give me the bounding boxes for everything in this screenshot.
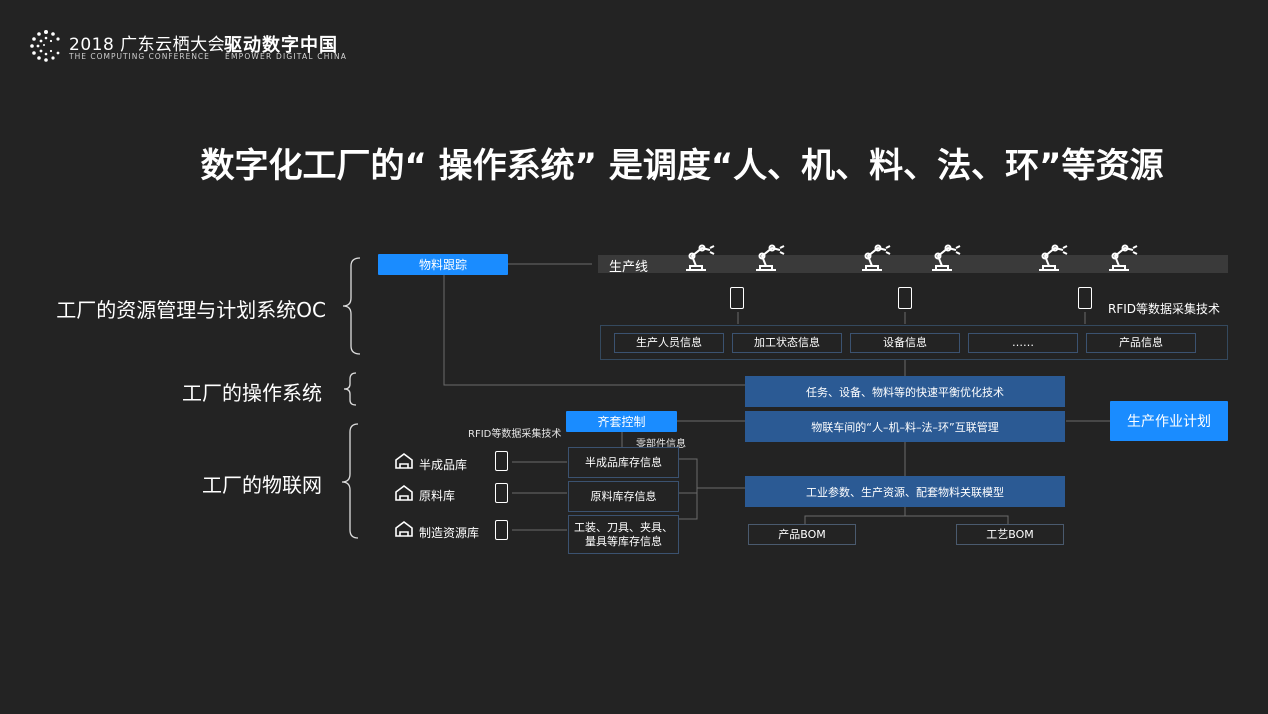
association-model-box: 工业参数、生产资源、配套物料关联模型 <box>745 476 1065 507</box>
info-item-more: …… <box>968 333 1078 353</box>
production-plan-box: 生产作业计划 <box>1110 401 1228 441</box>
warehouse-info-box: 工装、刀具、夹具、量具等库存信息 <box>568 515 679 554</box>
event-subtitle: THE COMPUTING CONFERENCE <box>69 52 210 61</box>
warehouse-icon <box>395 485 413 505</box>
robot-arm-icon <box>928 240 964 276</box>
info-item-personnel: 生产人员信息 <box>614 333 724 353</box>
slogan-subtitle: EMPOWER DIGITAL CHINA <box>225 52 348 61</box>
warehouse-icon <box>395 453 413 473</box>
info-item-equipment: 设备信息 <box>850 333 960 353</box>
iot-management-box: 物联车间的“人–机–料–法–环”互联管理 <box>745 411 1065 442</box>
event-title: 2018 广东云栖大会 <box>69 35 226 55</box>
info-item-product: 产品信息 <box>1086 333 1196 353</box>
rfid-reader-icon <box>898 287 912 309</box>
robot-arm-icon <box>752 240 788 276</box>
robot-arm-icon <box>682 240 718 276</box>
brace-oc <box>342 257 361 355</box>
warehouse-label: 制造资源库 <box>419 526 480 540</box>
rfid-reader-icon <box>495 483 508 503</box>
warehouse-label: 半成品库 <box>419 458 468 472</box>
warehouse-info-box: 原料库存信息 <box>568 481 679 512</box>
production-line-bar <box>598 255 1228 273</box>
label-oc: 工厂的资源管理与计划系统OC <box>56 298 326 322</box>
process-bom-box: 工艺BOM <box>956 524 1064 545</box>
rfid-reader-icon <box>495 451 508 471</box>
page-title: 数字化工厂的“ 操作系统” 是调度“人、机、料、法、环”等资源 <box>200 146 1164 186</box>
balance-optimization-box: 任务、设备、物料等的快速平衡优化技术 <box>745 376 1065 407</box>
info-row-frame <box>600 325 1228 360</box>
production-line-label: 生产线 <box>609 260 649 275</box>
warehouse-icon <box>395 521 413 541</box>
label-iot: 工厂的物联网 <box>202 473 322 497</box>
label-os: 工厂的操作系统 <box>182 381 322 405</box>
product-bom-box: 产品BOM <box>748 524 856 545</box>
slogan: 驱动数字中国 <box>224 35 338 56</box>
rfid-note-top: RFID等数据采集技术 <box>1108 302 1221 316</box>
brace-os <box>343 372 357 406</box>
rfid-reader-icon <box>1078 287 1092 309</box>
info-item-processing: 加工状态信息 <box>732 333 842 353</box>
material-tracking-box: 物料跟踪 <box>378 254 508 275</box>
rfid-reader-icon <box>730 287 744 309</box>
robot-arm-icon <box>1105 240 1141 276</box>
warehouse-label: 原料库 <box>419 489 456 503</box>
robot-arm-icon <box>1035 240 1071 276</box>
robot-arm-icon <box>858 240 894 276</box>
rfid-reader-icon <box>495 520 508 540</box>
parts-info-label: 零部件信息 <box>636 439 686 450</box>
rfid-note-middle: RFID等数据采集技术 <box>468 429 562 440</box>
kit-control-box: 齐套控制 <box>566 411 677 432</box>
conference-logo-icon <box>29 29 63 63</box>
brace-iot <box>341 423 359 539</box>
warehouse-info-box: 半成品库存信息 <box>568 447 679 478</box>
